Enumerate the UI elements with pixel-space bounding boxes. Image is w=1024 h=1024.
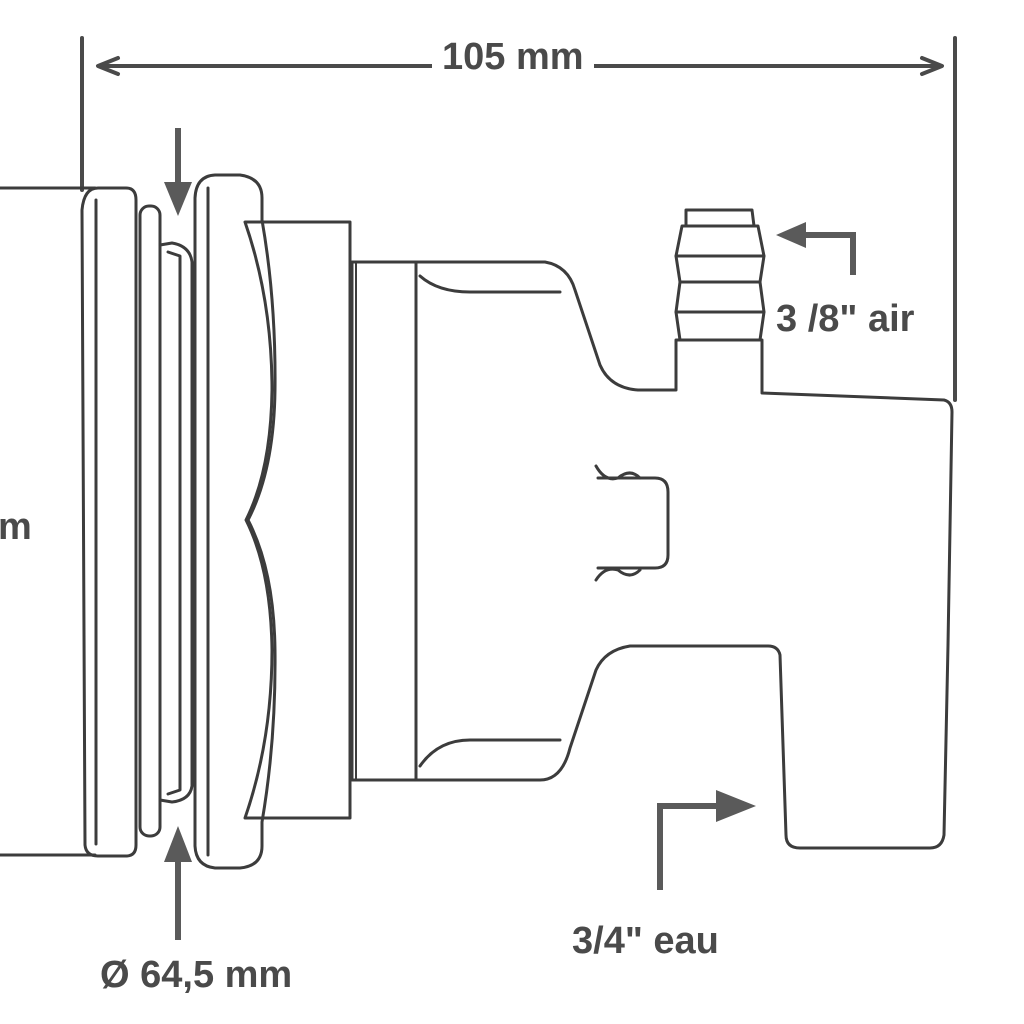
body-ring	[243, 220, 352, 820]
width-dimension-label: 105 mm	[432, 38, 594, 76]
housing	[414, 260, 954, 850]
front-flange	[80, 186, 138, 858]
left-body-stub	[0, 186, 97, 857]
gasket-ring	[138, 204, 162, 838]
body-cylinder	[350, 260, 418, 782]
locking-nut	[193, 173, 277, 870]
water-arrow	[657, 803, 722, 890]
housing-top-fillet	[418, 274, 562, 294]
height-dimension-label: m	[0, 506, 32, 548]
internal-port-clip-bottom	[594, 567, 642, 582]
thread-neck	[158, 241, 194, 804]
diameter-label: Ø 64,5 mm	[100, 954, 293, 996]
air-inlet-barb	[674, 208, 766, 342]
air-inlet-label: 3 /8" air	[776, 298, 915, 340]
internal-port	[596, 476, 670, 570]
internal-port-clip-top	[594, 464, 642, 481]
width-dimension-line	[80, 36, 957, 402]
water-inlet-label: 3/4" eau	[572, 920, 719, 962]
housing-bottom-fillet	[418, 738, 562, 768]
air-arrow	[800, 232, 856, 275]
thread-neck-inner	[166, 250, 182, 796]
